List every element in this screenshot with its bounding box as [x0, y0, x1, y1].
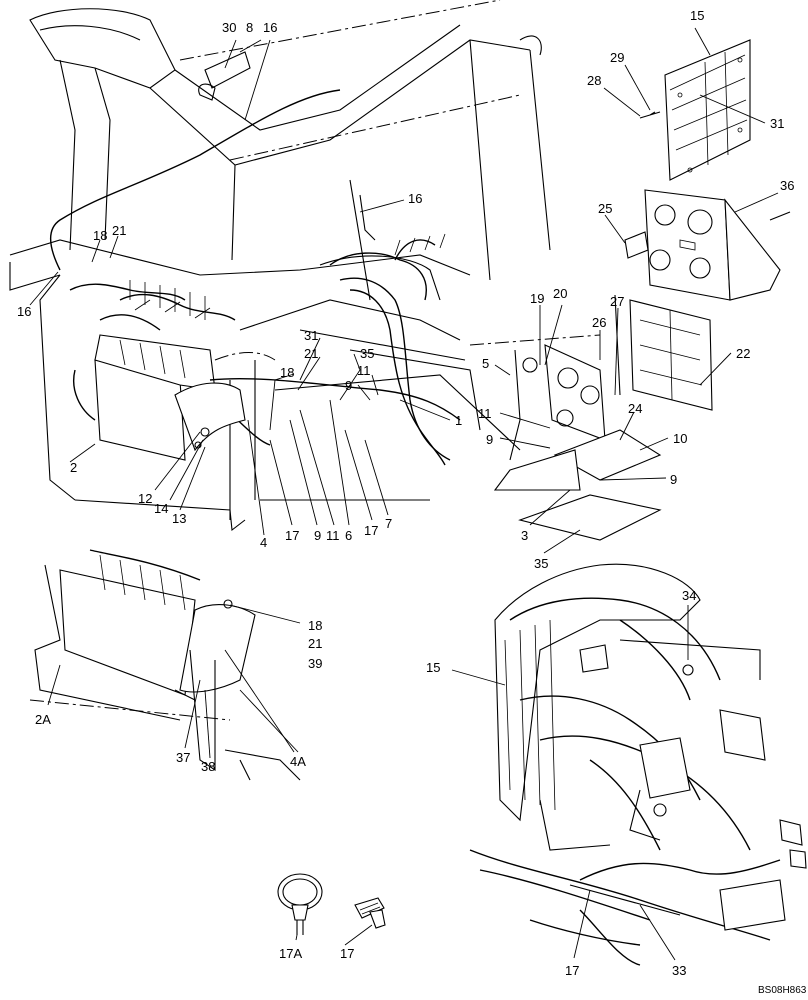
callout-20: 20 [553, 286, 567, 301]
panel-25-bracket [624, 189, 791, 301]
callout-39: 39 [308, 656, 322, 671]
callout-12: 12 [138, 491, 152, 506]
callout-22: 22 [736, 346, 750, 361]
clip-17 [354, 897, 386, 929]
callout-17: 17 [565, 963, 579, 978]
drawing-reference-id: BS08H863 [758, 985, 807, 996]
callout-35: 35 [534, 556, 548, 571]
callout-24: 24 [628, 401, 642, 416]
callout-9: 9 [314, 528, 321, 543]
callout-1: 1 [455, 413, 462, 428]
callout-17A: 17A [279, 946, 302, 961]
callout-11: 11 [357, 363, 371, 378]
callout-17: 17 [285, 528, 299, 543]
callout-25: 25 [598, 201, 612, 216]
callout-6: 6 [345, 528, 352, 543]
callout-30: 30 [222, 20, 236, 35]
callout-17: 17 [364, 523, 378, 538]
leader-lines [29, 27, 779, 961]
callout-19: 19 [530, 291, 544, 306]
callout-35: 35 [360, 346, 374, 361]
callout-36: 36 [780, 178, 794, 193]
callout-18: 18 [308, 618, 322, 633]
callout-29: 29 [610, 50, 624, 65]
callout-11: 11 [326, 528, 340, 543]
callout-11: 11 [478, 406, 492, 421]
callout-8: 8 [246, 20, 253, 35]
harness-detail-view [469, 563, 807, 966]
callout-14: 14 [154, 501, 168, 516]
callout-16: 16 [263, 20, 277, 35]
callout-4: 4 [260, 535, 267, 550]
callout-9: 9 [486, 432, 493, 447]
callout-16: 16 [17, 304, 31, 319]
callout-13: 13 [172, 511, 186, 526]
callout-21: 21 [304, 346, 318, 361]
callout-16: 16 [408, 191, 422, 206]
callout-15: 15 [690, 8, 704, 23]
callout-34: 34 [682, 588, 696, 603]
callout-26: 26 [592, 315, 606, 330]
callout-4A: 4A [290, 754, 306, 769]
callout-27: 27 [610, 294, 624, 309]
panel-15-top [639, 39, 751, 181]
cab-frame [9, 0, 551, 532]
callout-31: 31 [304, 328, 318, 343]
callout-9: 9 [670, 472, 677, 487]
callout-21: 21 [308, 636, 322, 651]
callout-37: 37 [176, 750, 190, 765]
callout-2A: 2A [35, 712, 51, 727]
callout-5: 5 [482, 356, 489, 371]
callout-2: 2 [70, 460, 77, 475]
callout-10: 10 [673, 431, 687, 446]
callout-18: 18 [280, 365, 294, 380]
callout-33: 33 [672, 963, 686, 978]
callout-38: 38 [201, 759, 215, 774]
callout-18: 18 [93, 228, 107, 243]
callout-7: 7 [385, 516, 392, 531]
callout-9: 9 [345, 378, 352, 393]
bracket-5-assembly [469, 334, 662, 541]
callout-15: 15 [426, 660, 440, 675]
clip-17A [277, 873, 323, 935]
callout-31: 31 [770, 116, 784, 131]
center-harness [329, 194, 451, 466]
panel-22 [614, 294, 713, 411]
detail-view-2A [29, 549, 301, 781]
callout-17: 17 [340, 946, 354, 961]
callout-28: 28 [587, 73, 601, 88]
callout-3: 3 [521, 528, 528, 543]
callout-labels: 30 8 16 16 18 21 16 15 29 28 31 36 25 19… [17, 8, 807, 996]
callout-21: 21 [112, 223, 126, 238]
cab-wiring-harness [69, 280, 461, 461]
